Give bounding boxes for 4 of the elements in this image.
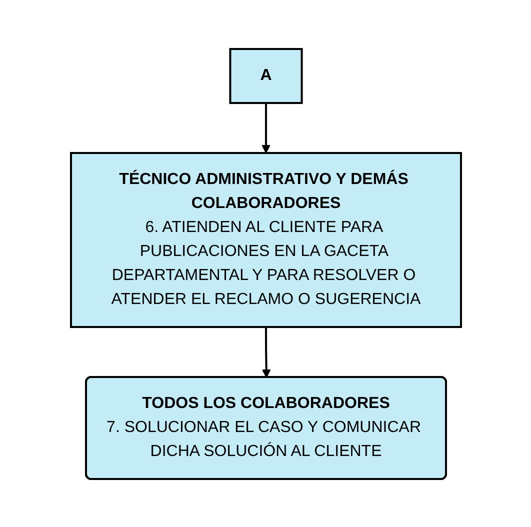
arrow xyxy=(261,326,270,378)
node-box: TÉCNICO ADMINISTRATIVO Y DEMÁS COLABORADORES 6. ATIENDEN AL CLIENTE PARA PUBLICACIONES EN LA GACETA DEPARTAMENTAL Y PARA RESOLVER O ATENDER EL RECLAMO O SUGERENCIA xyxy=(70,152,462,328)
arrow xyxy=(261,102,270,153)
node-box: A xyxy=(228,48,302,104)
